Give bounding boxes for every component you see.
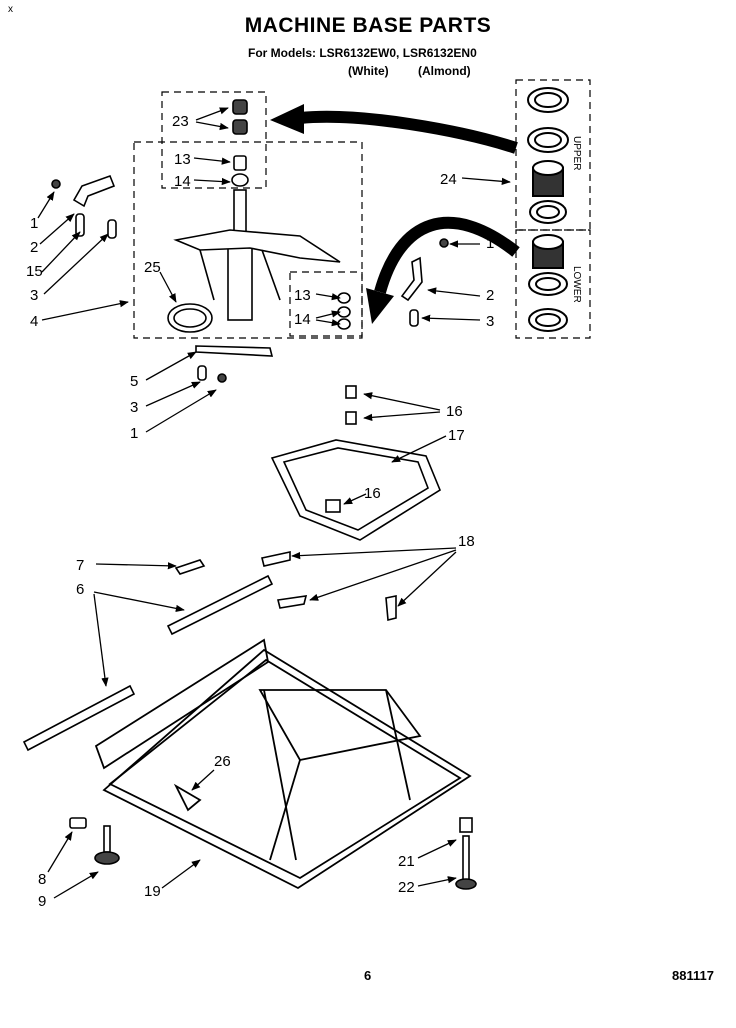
callout-1-right: 1 <box>486 235 494 252</box>
document-number: 881117 <box>672 968 714 983</box>
callout-17: 17 <box>448 427 465 444</box>
callout-3-left: 3 <box>30 287 38 304</box>
callout-16-inner: 16 <box>364 485 381 502</box>
callout-15: 15 <box>26 263 43 280</box>
callout-labels: 23 13 14 24 1 2 15 3 4 25 13 14 1 2 3 5 … <box>26 113 494 910</box>
brace-assembly <box>270 385 441 541</box>
callout-6: 6 <box>76 581 84 598</box>
lower-curved-arrow <box>366 216 520 324</box>
upper-label: UPPER <box>571 136 582 170</box>
callout-23: 23 <box>172 113 189 130</box>
color-almond-label: (Almond) <box>418 64 471 78</box>
callout-1-lower: 1 <box>130 425 138 442</box>
bearing-rings <box>527 87 569 332</box>
callout-18: 18 <box>458 533 475 550</box>
page-number: 6 <box>364 968 372 983</box>
callout-26: 26 <box>214 753 231 770</box>
callout-8: 8 <box>38 871 46 888</box>
callout-21: 21 <box>398 853 415 870</box>
callout-24: 24 <box>440 171 457 188</box>
leader-lines <box>37 107 511 899</box>
page-title: MACHINE BASE PARTS <box>244 14 492 37</box>
upper-dashed-box <box>133 91 363 339</box>
callout-19: 19 <box>144 883 161 900</box>
base-frame <box>94 638 472 890</box>
left-bracket-parts <box>51 174 117 239</box>
callout-3-lower: 3 <box>130 399 138 416</box>
callout-13-upper: 13 <box>174 151 191 168</box>
callout-9: 9 <box>38 893 46 910</box>
color-white-label: (White) <box>348 64 389 78</box>
lower-label: LOWER <box>571 266 582 303</box>
callout-25: 25 <box>144 259 161 276</box>
callout-1-left: 1 <box>30 215 38 232</box>
callout-14-lower: 14 <box>294 311 311 328</box>
callout-2-left: 2 <box>30 239 38 256</box>
callout-5: 5 <box>130 373 138 390</box>
right-bracket-parts <box>400 238 449 327</box>
callout-3-right: 3 <box>486 313 494 330</box>
corner-mark: x <box>8 4 13 15</box>
upper-curved-arrow <box>270 104 518 154</box>
callout-14-upper: 14 <box>174 173 191 190</box>
callout-16-top: 16 <box>446 403 463 420</box>
shaft-parts <box>167 99 351 333</box>
models-line: For Models: LSR6132EW0, LSR6132EN0 <box>248 46 477 60</box>
lower-bracket-parts <box>195 345 274 383</box>
callout-4: 4 <box>30 313 38 330</box>
callout-7: 7 <box>76 557 84 574</box>
callout-22: 22 <box>398 879 415 896</box>
bearing-inset-box <box>515 79 591 339</box>
callout-2-right: 2 <box>486 287 494 304</box>
callout-13-lower: 13 <box>294 287 311 304</box>
rail-parts <box>22 551 397 752</box>
leveling-feet <box>69 817 477 890</box>
